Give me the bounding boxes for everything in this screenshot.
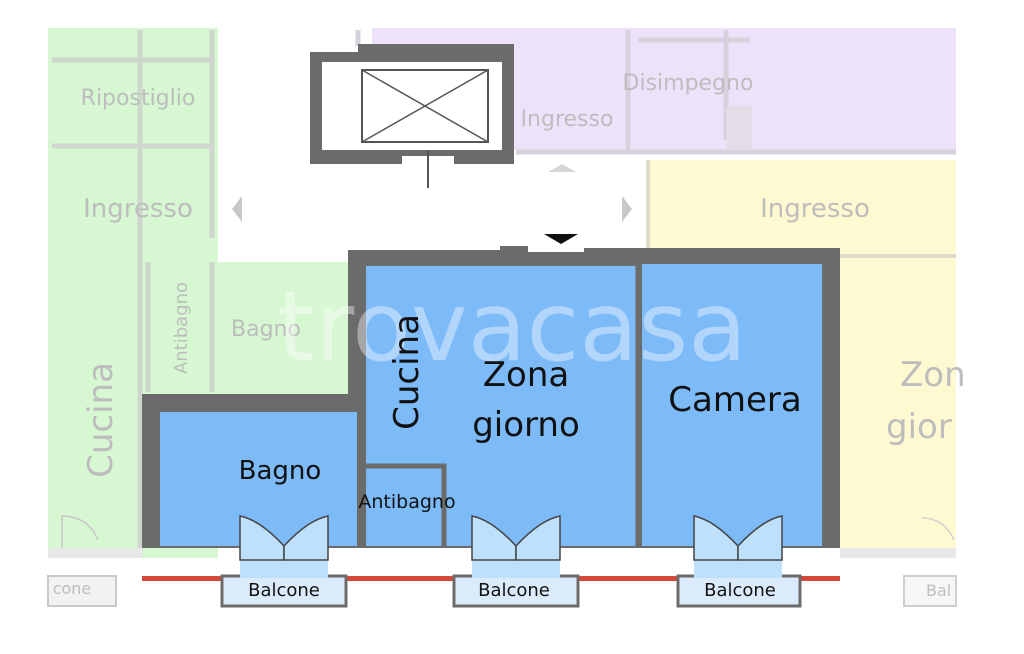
balcone-left-label: cone: [53, 579, 92, 598]
ingresso-left-label: Ingresso: [83, 194, 193, 224]
balcony-1: [220, 574, 348, 608]
main-unit: [142, 246, 840, 548]
door-3: [693, 515, 783, 578]
camera-label: Camera: [668, 380, 801, 420]
right-unit-walls: [646, 160, 956, 258]
interior-walls: [357, 264, 641, 548]
zona-right-label-1: Zon: [900, 355, 966, 395]
left-balcony-fragment: [47, 575, 117, 607]
right-balcony-fragment: [903, 575, 957, 607]
arrow-up-icon: [548, 164, 576, 172]
left-door-fragment: [61, 515, 99, 548]
top-unit-column: [726, 106, 752, 150]
right-door-fragment: [921, 517, 955, 541]
bedroom: [642, 264, 822, 546]
balcone-label-2: Balcone: [478, 580, 550, 601]
arrow-right-icon: [622, 196, 632, 222]
disimpegno-top-label: Disimpegno: [623, 71, 754, 96]
entrance-arrow-icon: [544, 234, 578, 244]
arrow-left-icon: [232, 196, 242, 222]
antibagno-label: Antibagno: [358, 491, 455, 513]
balcone-label-1: Balcone: [248, 580, 320, 601]
zona-giorno-label-1: Zona: [483, 355, 569, 395]
bagno-left-label: Bagno: [231, 317, 301, 342]
cucina-left-label: Cucina: [81, 362, 121, 478]
door-2: [471, 515, 561, 578]
right-floor-strip: [840, 548, 956, 558]
bagno-label: Bagno: [239, 456, 322, 486]
ripostiglio-label: Ripostiglio: [81, 86, 196, 111]
watermark: trovacasa: [277, 271, 747, 383]
ingresso-top-label: Ingresso: [521, 107, 614, 132]
balcony-3: [676, 574, 802, 608]
balcone-right-label: Bal: [926, 581, 951, 600]
door-1: [239, 515, 329, 578]
left-floor-strip: [48, 548, 142, 558]
antibathroom: [366, 466, 446, 546]
ingresso-right-label: Ingresso: [760, 194, 870, 224]
cucina-label: Cucina: [387, 314, 427, 430]
right-unit-area: [840, 248, 956, 558]
zona-giorno-label-2: giorno: [472, 405, 580, 445]
elevator-block: [310, 44, 514, 188]
left-unit-walls: [52, 30, 215, 555]
right-unit-area: [648, 160, 956, 248]
corridor-arrows: [232, 164, 632, 244]
left-unit-area: [218, 262, 348, 394]
antibagno-left-label: Antibagno: [171, 282, 192, 374]
balcone-label-3: Balcone: [704, 580, 776, 601]
zona-right-label-2: gior: [886, 407, 952, 447]
